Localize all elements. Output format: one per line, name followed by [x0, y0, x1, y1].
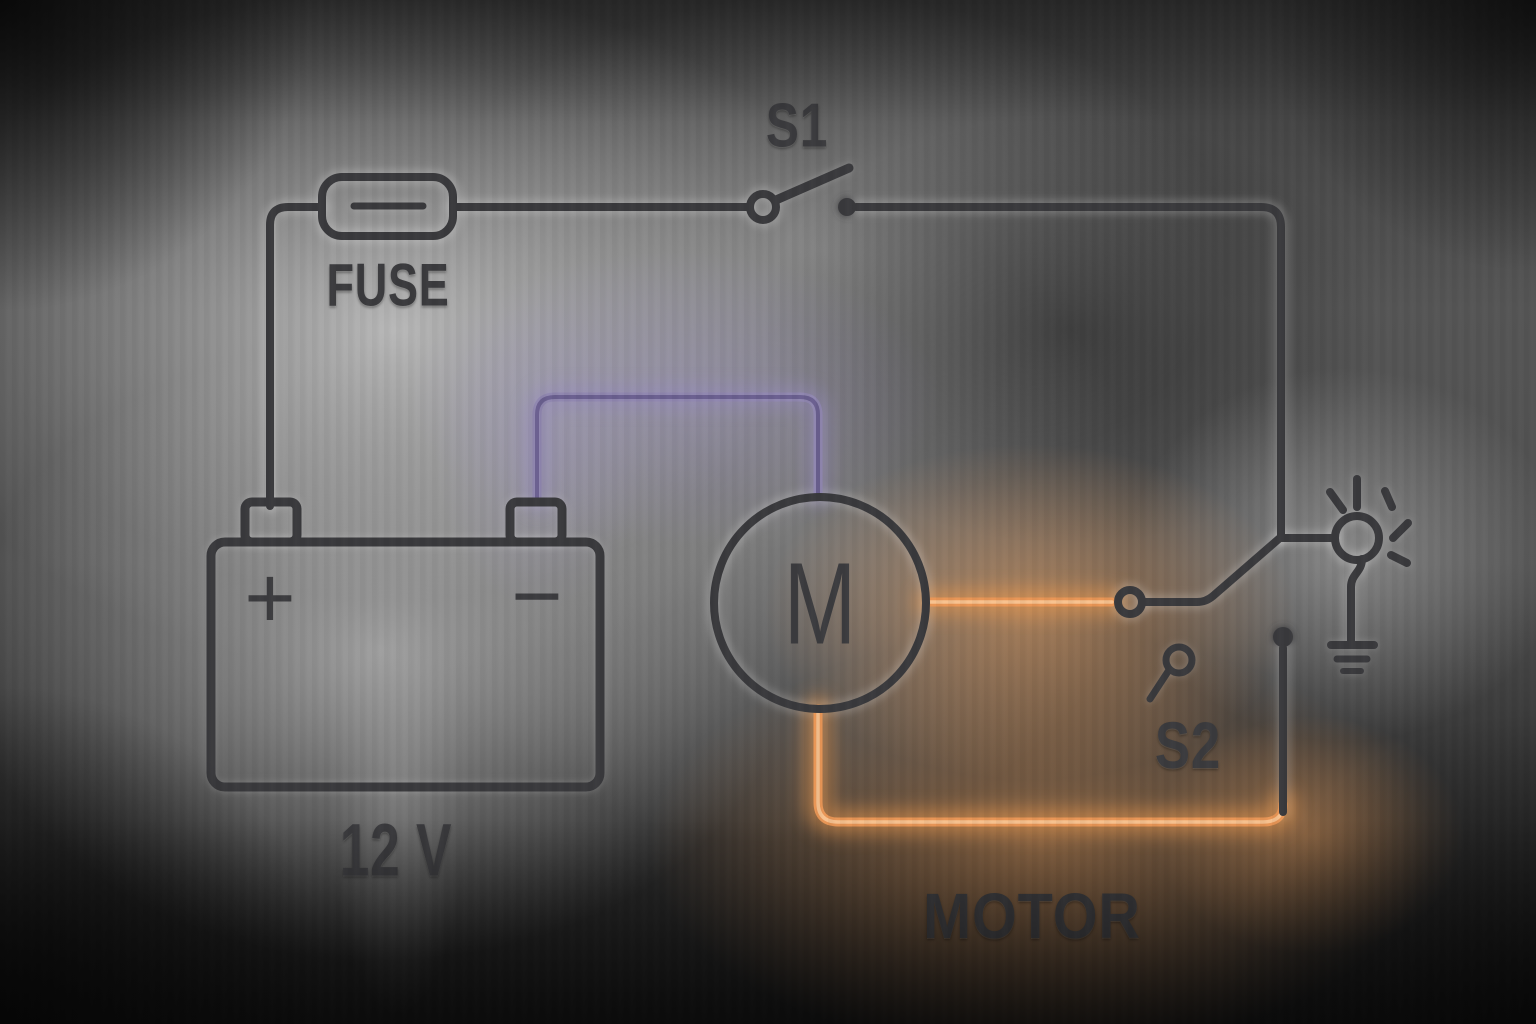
battery-voltage-label: 12 V	[339, 808, 453, 892]
purple-wire-center	[535, 395, 820, 502]
motor-symbol-letter: M	[783, 538, 857, 669]
purple-wire-glow	[537, 397, 818, 500]
purple-wire-core	[537, 397, 818, 500]
s1-label: S1	[765, 91, 829, 161]
motor-label: MOTOR	[923, 880, 1141, 952]
s2-label: S2	[1154, 708, 1222, 782]
fuse-label: FUSE	[326, 251, 450, 319]
battery-positive-sign: +	[244, 548, 296, 647]
battery-negative-sign: −	[511, 546, 563, 645]
